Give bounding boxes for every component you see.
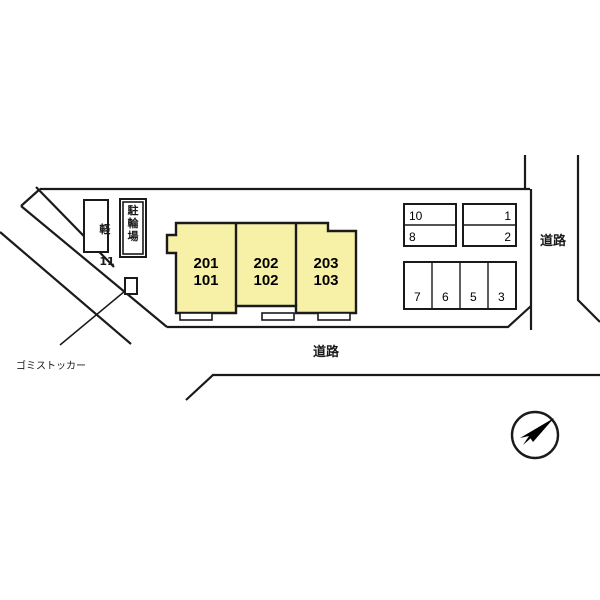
east-road-east-edge bbox=[576, 155, 600, 323]
parking-stall-10: 10 bbox=[409, 209, 423, 223]
parking-stall-6: 6 bbox=[442, 290, 449, 304]
lot-boundary-west-diagonal bbox=[20, 205, 168, 328]
unit-a-lower: 101 bbox=[193, 272, 219, 289]
bicycle-parking-label: 駐 輪 場 bbox=[127, 204, 139, 243]
trash-leader-line bbox=[59, 285, 132, 346]
building-stub-2 bbox=[261, 312, 295, 321]
parking-stall-7: 7 bbox=[414, 290, 421, 304]
parking-stall-5: 5 bbox=[470, 290, 477, 304]
lot-boundary-south bbox=[167, 305, 532, 329]
lot-boundary-northwest bbox=[20, 188, 41, 207]
building-stub-1 bbox=[179, 312, 213, 321]
parking-stall-8: 8 bbox=[409, 230, 416, 244]
east-road-label: 道路 bbox=[540, 234, 567, 249]
unit-label-b: 202 102 bbox=[236, 255, 296, 289]
south-road-south-edge bbox=[185, 373, 600, 401]
unit-label-c: 203 103 bbox=[296, 255, 356, 289]
building-stub-3 bbox=[317, 312, 351, 321]
street-line-northwest-upper bbox=[35, 186, 115, 268]
parking-stall-3: 3 bbox=[498, 290, 505, 304]
street-line-northwest-lower bbox=[0, 231, 132, 345]
unit-b-upper: 202 bbox=[253, 255, 279, 272]
trash-stocker-label: ゴミストッカー bbox=[16, 361, 86, 372]
unit-c-upper: 203 bbox=[313, 255, 339, 272]
light-car-parking-line1: 軽 bbox=[99, 223, 111, 236]
unit-c-lower: 103 bbox=[313, 272, 339, 289]
south-road-label: 道路 bbox=[313, 345, 340, 360]
unit-a-upper: 201 bbox=[193, 255, 219, 272]
parking-stall-1: 1 bbox=[504, 209, 511, 223]
light-car-parking-box bbox=[83, 199, 109, 253]
unit-b-lower: 102 bbox=[253, 272, 279, 289]
unit-label-a: 201 101 bbox=[176, 255, 236, 289]
north-arrow-icon bbox=[510, 410, 560, 460]
light-car-parking-label: 軽 11 bbox=[84, 206, 114, 286]
parking-stall-2: 2 bbox=[504, 230, 511, 244]
bicycle-parking-box-inner bbox=[122, 201, 144, 255]
light-car-parking-line2: 11 bbox=[99, 255, 115, 268]
trash-stocker-box bbox=[124, 277, 138, 295]
